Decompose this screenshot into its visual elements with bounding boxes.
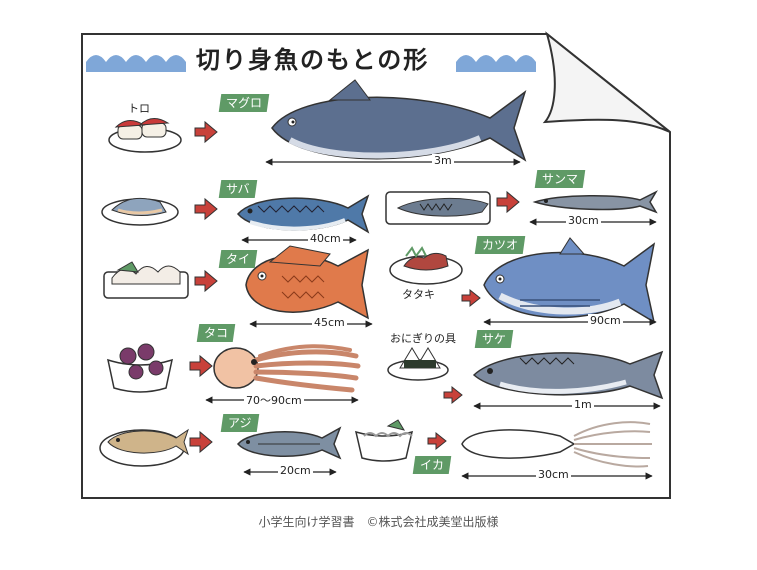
- size-sake: 1m: [572, 398, 594, 411]
- size-tai: 45cm: [312, 316, 347, 329]
- page-curl: [542, 31, 671, 133]
- wave-right: [456, 55, 536, 72]
- label-sanma: サンマ: [534, 170, 586, 188]
- label-katsuo: カツオ: [474, 236, 526, 254]
- label-toro: トロ: [128, 102, 150, 115]
- label-onigiri: おにぎりの具: [390, 332, 456, 345]
- saba-fish: [237, 194, 370, 234]
- tako-octopus: [213, 344, 361, 393]
- saba-fillet-plate: [101, 197, 179, 226]
- size-maguro: 3m: [432, 154, 454, 167]
- red-arrows: [189, 120, 520, 454]
- label-maguro: マグロ: [218, 94, 270, 112]
- size-sanma: 30cm: [566, 214, 601, 227]
- label-sake: サケ: [474, 330, 514, 348]
- maguro-fish: [271, 79, 527, 162]
- label-tako: タコ: [196, 324, 236, 342]
- tai-sashimi-tray: [103, 261, 189, 299]
- size-tako: 70～90cm: [244, 392, 304, 408]
- ika-sashimi-dish: [354, 419, 414, 462]
- page-title: 切り身魚のもとの形: [196, 46, 430, 74]
- size-ika: 30cm: [536, 468, 571, 481]
- katsuo-tataki-plate: [389, 246, 463, 285]
- footer-credit: 小学生向け学習書 ©株式会社成美堂出版様: [258, 515, 499, 529]
- sanma-dish: [385, 191, 491, 225]
- sake-fish: [472, 350, 664, 400]
- wave-left: [86, 55, 186, 72]
- size-aji: 20cm: [278, 464, 313, 477]
- tai-fish: [245, 245, 370, 320]
- onigiri-plate: [387, 347, 449, 381]
- tako-bowl: [106, 343, 174, 393]
- size-katsuo: 90cm: [588, 314, 623, 327]
- label-aji: アジ: [220, 414, 259, 432]
- label-saba: サバ: [218, 180, 257, 198]
- label-tataki: タタキ: [402, 288, 435, 301]
- ika-squid: [461, 421, 652, 468]
- katsuo-fish: [483, 237, 656, 324]
- aji-fish: [237, 426, 342, 460]
- toro-sushi-plate: [108, 118, 182, 153]
- label-tai: タイ: [218, 250, 258, 268]
- aji-plate: [99, 428, 189, 467]
- label-ika: イカ: [412, 456, 452, 474]
- size-saba: 40cm: [308, 232, 343, 245]
- sanma-fish: [532, 190, 658, 214]
